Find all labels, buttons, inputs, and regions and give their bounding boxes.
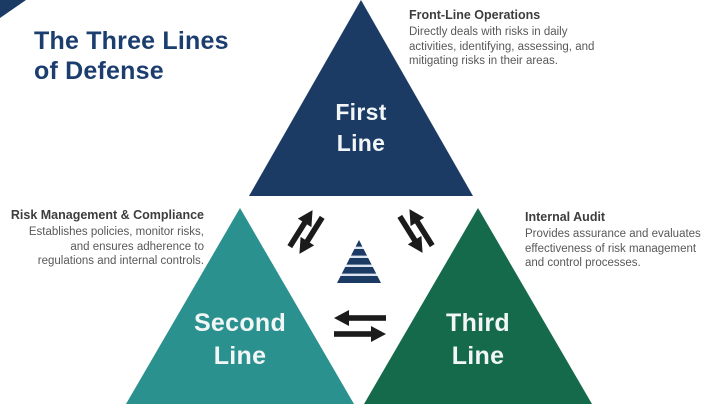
second-line-label: Second Line: [193, 309, 287, 370]
page-title: The Three Lines of Defense: [34, 27, 229, 85]
annotation-body: Establishes policies, monitor risks, and…: [28, 226, 204, 267]
annotation-body: Provides assurance and evaluates effecti…: [525, 228, 701, 269]
third-line-label: Third Line: [446, 309, 510, 370]
annotation-risk-management-compliance: Risk Management & Compliance Establishes…: [0, 208, 204, 269]
exchange-arrows-first-third-icon: [397, 209, 435, 253]
first-line-triangle: [249, 0, 473, 196]
annotation-heading: Internal Audit: [525, 210, 606, 224]
striped-pyramid-icon: [337, 240, 381, 283]
exchange-arrows-first-second-icon: [287, 210, 325, 254]
annotation-internal-audit: Internal Audit Provides assurance and ev…: [525, 210, 710, 271]
annotation-heading: Front-Line Operations: [409, 8, 541, 22]
first-line-label: First Line: [335, 99, 387, 156]
second-line-triangle: [126, 208, 354, 404]
annotation-body: Directly deals with risks in daily activ…: [409, 26, 595, 67]
corner-accent-triangle: [0, 0, 26, 18]
exchange-arrows-second-third-icon: [334, 310, 386, 342]
annotation-heading: Risk Management & Compliance: [10, 208, 204, 222]
third-line-triangle: [364, 208, 592, 404]
annotation-front-line-operations: Front-Line Operations Directly deals wit…: [409, 8, 639, 69]
